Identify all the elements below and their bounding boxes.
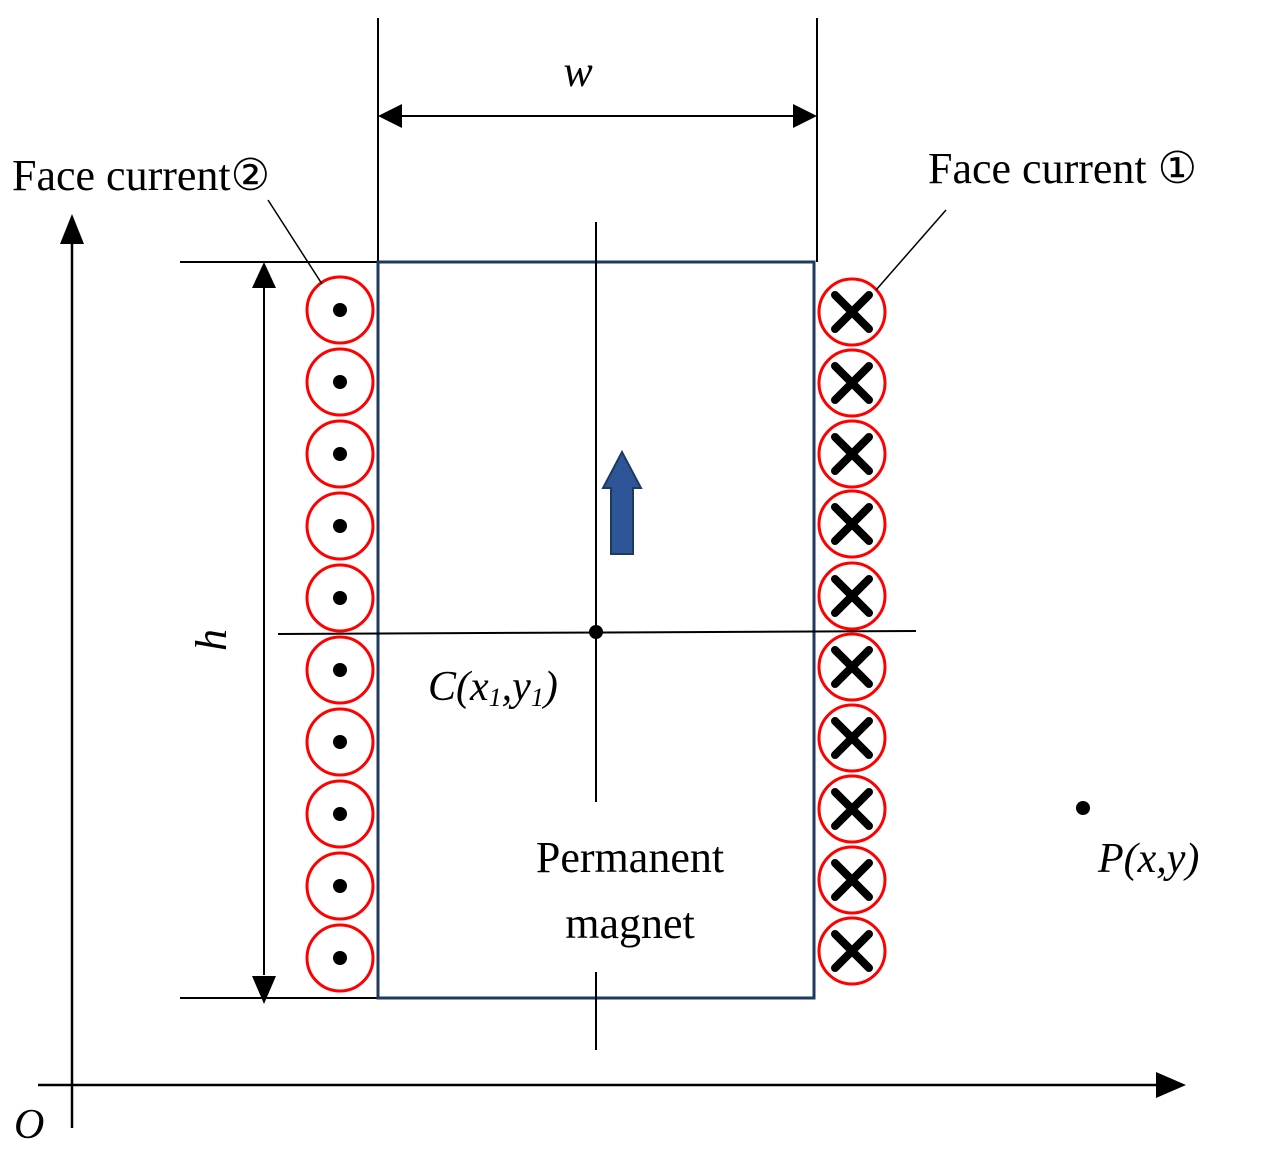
current-in-marker — [817, 348, 887, 418]
height-arrowhead-top — [252, 262, 276, 288]
current-in-marker — [817, 632, 887, 702]
height-label: h — [187, 629, 236, 651]
current-out-marker — [305, 347, 375, 417]
face-current-2-label: Face current② — [12, 151, 270, 200]
width-label: w — [563, 47, 593, 96]
current-out-marker — [305, 635, 375, 705]
x-axis-arrowhead — [1156, 1072, 1186, 1098]
current-in-marker — [817, 489, 887, 559]
center-point — [589, 625, 603, 639]
current-in-marker — [817, 845, 887, 915]
current-in-marker — [817, 916, 887, 986]
origin-label: O — [14, 1102, 44, 1148]
current-in-marker — [817, 774, 887, 844]
current-in-marker — [817, 419, 887, 489]
width-arrowhead-left — [378, 104, 402, 128]
current-out-marker — [305, 491, 375, 561]
face-current-1-column — [817, 277, 887, 986]
face-current-1-leader — [875, 209, 947, 291]
current-out-marker — [305, 923, 375, 993]
current-out-marker — [305, 419, 375, 489]
center-label: C(x1,y1) — [428, 664, 558, 712]
current-in-marker — [817, 277, 887, 347]
current-out-marker — [305, 851, 375, 921]
face-current-1-label: Face current ① — [928, 144, 1197, 193]
current-out-marker — [305, 275, 375, 345]
current-in-marker — [817, 561, 887, 631]
height-arrowhead-bottom — [252, 976, 276, 1004]
y-axis-arrowhead — [60, 214, 84, 244]
face-current-2-column — [305, 275, 375, 993]
current-out-marker — [305, 563, 375, 633]
face-current-2-leader — [267, 199, 323, 285]
magnet-label-line1: Permanent — [536, 833, 724, 882]
field-point-P — [1076, 801, 1090, 815]
current-in-marker — [817, 703, 887, 773]
current-out-marker — [305, 707, 375, 777]
width-arrowhead-right — [793, 104, 817, 128]
magnet-label-line2: magnet — [565, 899, 695, 948]
field-point-P-label: P(x,y) — [1097, 836, 1199, 882]
current-out-marker — [305, 779, 375, 849]
magnetization-arrow — [601, 449, 643, 555]
